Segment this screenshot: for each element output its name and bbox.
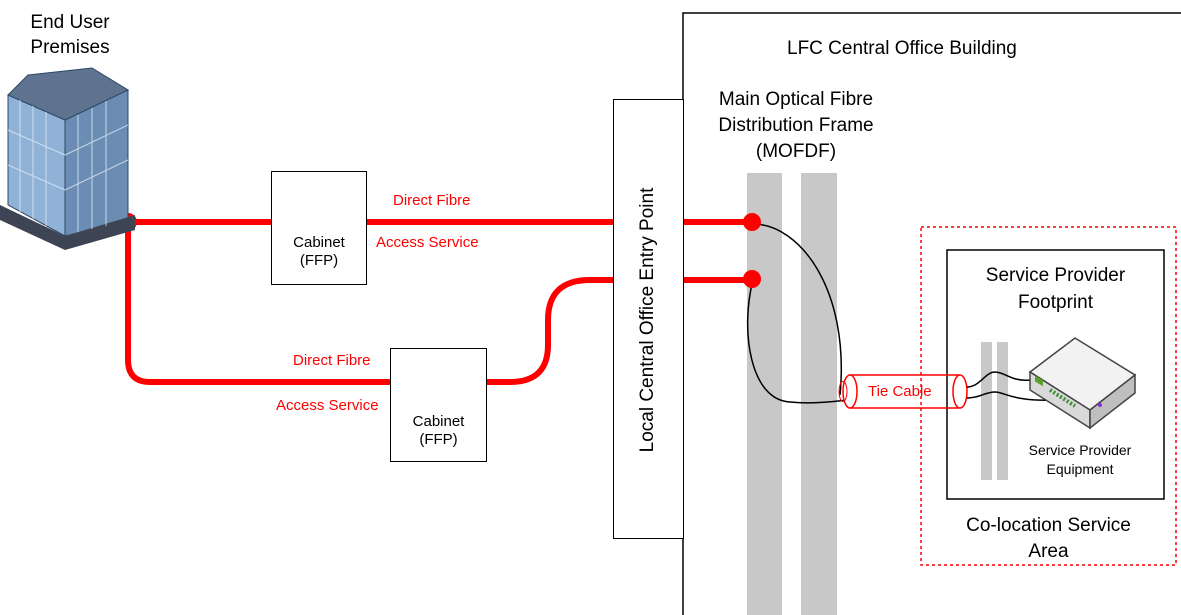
route-lower-label-line1: Direct Fibre [293, 352, 371, 369]
equipment-cable-upper [966, 371, 1031, 388]
central-office-title: LFC Central Office Building [787, 38, 1017, 59]
cabinet-lower-label-line2: (FFP) [419, 431, 458, 448]
end-user-label: End User Premises [20, 10, 120, 60]
mofdf-label-line2: Distribution Frame [718, 115, 874, 136]
mofdf-termination-lower [743, 270, 761, 288]
end-user-label-line2: Premises [30, 37, 110, 58]
patch-cable-lower [746, 279, 849, 404]
provider-frame-bar-left [981, 342, 992, 480]
colocation-label: Co-location Service Area [921, 513, 1176, 565]
footprint-label-line2: Footprint [1018, 292, 1093, 313]
footprint-label-line1: Service Provider [985, 265, 1126, 286]
equipment-label-line2: Equipment [1046, 461, 1114, 477]
office-building-icon [0, 67, 135, 250]
mofdf-label-line1: Main Optical Fibre [718, 89, 874, 110]
provider-frame-bar-right [997, 342, 1008, 480]
cabinet-upper-label-line2: (FFP) [299, 252, 339, 269]
cabinet-lower [390, 348, 487, 462]
server-equipment-icon [1028, 337, 1137, 430]
mofdf-label: Main Optical Fibre Distribution Frame (M… [684, 87, 908, 165]
equipment-label: Service Provider Equipment [1006, 441, 1154, 479]
route-upper-label-line2: Access Service [376, 234, 479, 251]
colocation-label-line2: Area [1028, 541, 1069, 562]
cabinet-upper [271, 171, 367, 285]
cabinet-lower-label: Cabinet (FFP) [390, 413, 487, 449]
tie-cable-cylinder [838, 374, 968, 409]
footprint-label: Service Provider Footprint [947, 262, 1164, 316]
mofdf-label-line3: (MOFDF) [755, 141, 837, 162]
mofdf-termination-upper [743, 213, 761, 231]
patch-cable-upper [752, 223, 842, 396]
mofdf-bar-left [747, 173, 782, 615]
route-upper-label-line1: Direct Fibre [393, 192, 471, 209]
fibre-route-lower [125, 224, 752, 385]
tie-cable-label: Tie Cable [868, 383, 932, 400]
equipment-cable-lower [966, 391, 1059, 402]
colocation-area-border [920, 226, 1177, 566]
cabinet-lower-label-line1: Cabinet [412, 413, 465, 430]
entry-point-box [613, 99, 684, 539]
route-lower-label-line2: Access Service [276, 397, 379, 414]
cabinet-upper-label: Cabinet (FFP) [271, 234, 367, 270]
mofdf-bar-right [801, 173, 837, 615]
colocation-label-line1: Co-location Service [966, 515, 1131, 536]
equipment-label-line1: Service Provider [1028, 442, 1132, 458]
entry-point-label: Local Central Office Entry Point [637, 187, 658, 453]
end-user-label-line1: End User [30, 12, 110, 33]
cabinet-upper-label-line1: Cabinet [293, 234, 345, 251]
